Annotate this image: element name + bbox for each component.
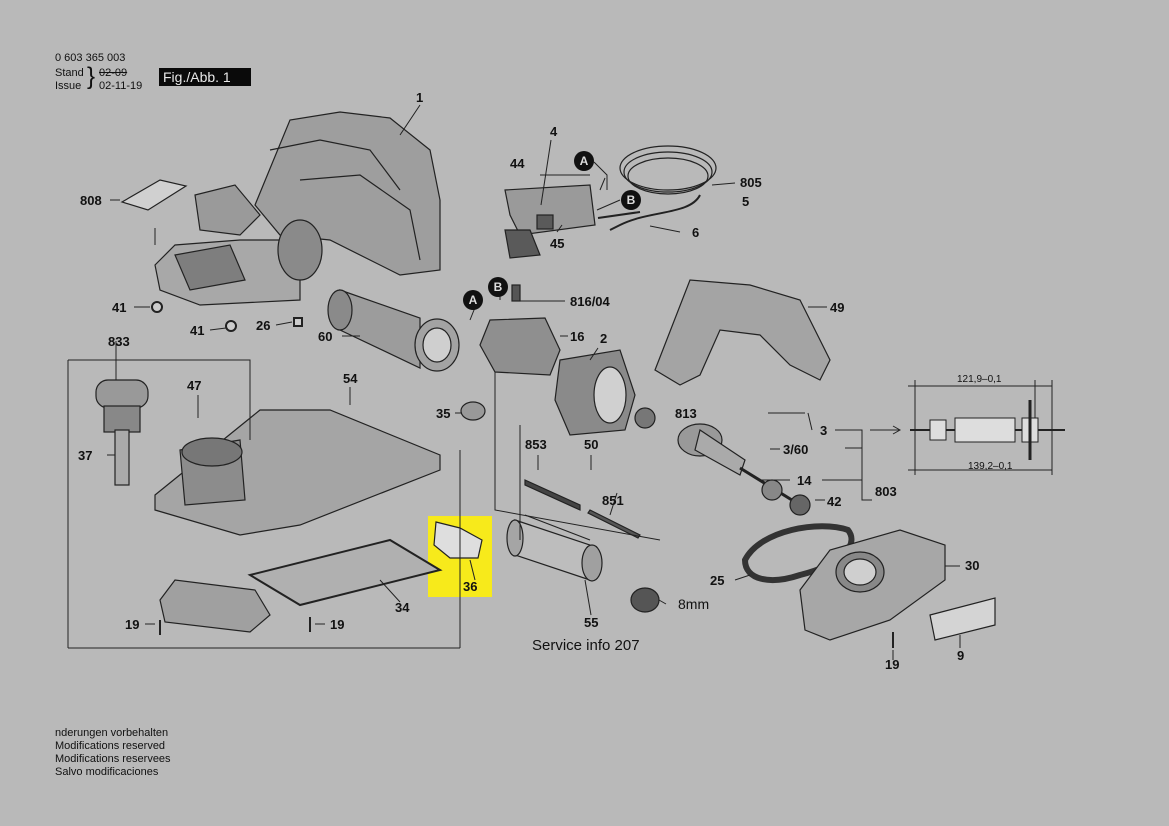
footer-line-de: nderungen vorbehalten (55, 727, 169, 739)
label-part-9: 9 (957, 648, 965, 663)
handle-49-drawing (654, 279, 831, 386)
figure-label: Fig./Abb. 1 (159, 68, 251, 86)
label-part-49: 49 (830, 300, 845, 315)
leader-lines (67, 104, 961, 660)
label-part-3-60: 3/60 (783, 442, 809, 457)
tube-60-drawing (327, 289, 460, 372)
label-part-55: 55 (584, 615, 599, 630)
label-part-37: 37 (78, 448, 93, 463)
label-part-816-04: 816/04 (570, 294, 610, 309)
stand-date: 02-09 (99, 67, 128, 79)
label-part-41-lower: 41 (190, 323, 205, 338)
knob-drawing (95, 379, 149, 486)
marker-b-top: B (621, 190, 641, 210)
field-drawing (554, 349, 636, 436)
footer-line-fr: Modifications reservees (55, 753, 171, 765)
motor-schematic (870, 380, 1065, 475)
pulley-8mm-drawing (630, 587, 660, 613)
label-part-1: 1 (416, 90, 424, 105)
label-part-19-middle: 19 (330, 617, 345, 632)
drum-55-drawing (506, 519, 603, 582)
label-part-34: 34 (395, 600, 410, 615)
label-part-44: 44 (510, 156, 525, 171)
label-part-41-upper: 41 (112, 300, 127, 315)
plate-9-drawing (929, 597, 996, 641)
label-part-808: 808 (80, 193, 102, 208)
plate-808-drawing (120, 179, 188, 211)
marker-a-top: A (574, 151, 594, 171)
label-part-42: 42 (827, 494, 842, 509)
armature-drawing (634, 407, 811, 516)
issue-label: Issue (55, 80, 82, 92)
label-part-54: 54 (343, 371, 358, 386)
label-part-8mm: 8mm (678, 596, 710, 612)
label-part-35: 35 (436, 406, 451, 421)
label-part-3: 3 (820, 423, 828, 438)
label-part-4: 4 (550, 124, 558, 139)
label-part-30: 30 (965, 558, 980, 573)
service-info: Service info 207 (532, 637, 640, 654)
housing-drawing (154, 111, 441, 306)
bearing-35-drawing (460, 401, 486, 421)
label-part-803: 803 (875, 484, 897, 499)
label-part-60: 60 (318, 329, 333, 344)
marker-b-middle: B (488, 277, 508, 297)
label-part-26: 26 (256, 318, 271, 333)
base-housing-drawing (154, 409, 441, 536)
dimension-upper: 121,9–0,1 (957, 374, 1002, 385)
label-part-16: 16 (570, 329, 585, 344)
label-part-813: 813 (675, 406, 697, 421)
cover-30-drawing (799, 529, 946, 641)
marker-a-middle: A (463, 290, 483, 310)
issue-date: 02-11-19 (99, 80, 143, 92)
sole-drawing (159, 579, 271, 633)
label-part-5: 5 (742, 194, 750, 209)
footer-line-en: Modifications reserved (55, 740, 166, 752)
footer-notes: nderungen vorbehalten Modifications rese… (55, 727, 171, 779)
clip-36-drawing (433, 521, 483, 559)
label-part-19-right: 19 (885, 657, 900, 672)
label-part-851: 851 (602, 493, 624, 508)
blade-drawing (524, 479, 641, 541)
switch-drawing (504, 184, 596, 259)
label-part-853: 853 (525, 437, 547, 452)
label-part-25: 25 (710, 573, 725, 588)
label-part-2: 2 (600, 331, 608, 346)
stand-label: Stand (55, 67, 84, 79)
label-part-805: 805 (740, 175, 762, 190)
gasket-34-drawing (247, 538, 443, 607)
label-part-833: 833 (108, 334, 130, 349)
label-part-45: 45 (550, 236, 565, 251)
label-part-36: 36 (463, 579, 478, 594)
part-number: 0 603 365 003 (55, 52, 126, 64)
dimension-lower: 139,2–0,1 (968, 461, 1013, 472)
label-part-47: 47 (187, 378, 202, 393)
label-part-50: 50 (584, 437, 599, 452)
brush-holder-drawing (479, 284, 561, 376)
label-part-19-left: 19 (125, 617, 140, 632)
label-part-14: 14 (797, 473, 812, 488)
label-part-6: 6 (692, 225, 700, 240)
screws-drawing (151, 301, 894, 648)
footer-line-es: Salvo modificaciones (55, 766, 159, 778)
cable-drawing (597, 145, 717, 231)
brace-glyph: } (87, 63, 96, 90)
